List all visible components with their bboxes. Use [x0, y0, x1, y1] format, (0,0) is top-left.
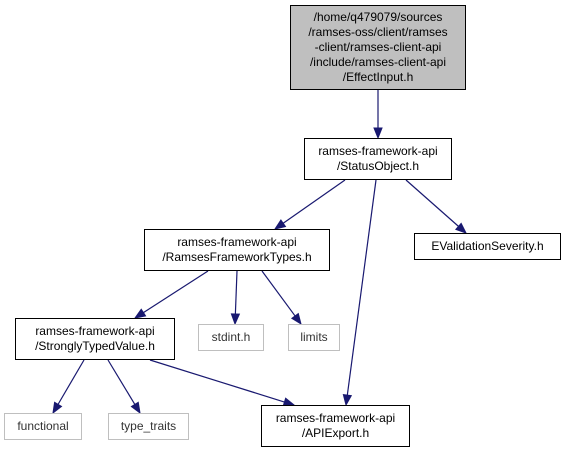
- node-stronglytyped-line-1: ramses-framework-api: [35, 324, 155, 338]
- edge-statusobject-to-evalidation: [405, 179, 468, 234]
- edge-effectinput-to-statusobject: [373, 90, 383, 140]
- edge-line: [149, 359, 285, 403]
- node-effectinput-line-1: /home/q479079/sources: [313, 10, 443, 24]
- node-stronglytyped[interactable]: ramses-framework-api /StronglyTypedValue…: [15, 318, 175, 360]
- node-statusobject[interactable]: ramses-framework-api /StatusObject.h: [304, 138, 452, 180]
- edge-frameworktypes-to-stronglytyped: [133, 270, 209, 319]
- node-effectinput-line-3: -client/ramses-client-api: [314, 40, 442, 54]
- node-frameworktypes-line-2: /RamsesFrameworkTypes.h: [162, 250, 312, 264]
- edge-arrowhead: [454, 222, 468, 234]
- node-apiexport-line-2: /APIExport.h: [301, 426, 370, 440]
- edge-frameworktypes-to-limits: [261, 270, 302, 326]
- edge-arrowhead: [52, 401, 63, 415]
- node-limits[interactable]: limits: [288, 324, 340, 351]
- node-effectinput-line-5: /EffectInput.h: [342, 70, 414, 84]
- node-apiexport[interactable]: ramses-framework-api /APIExport.h: [261, 405, 410, 447]
- edge-line: [143, 270, 209, 314]
- edge-line: [234, 270, 238, 315]
- edge-line: [346, 179, 377, 396]
- edge-statusobject-to-frameworktypes: [273, 179, 346, 230]
- node-stdint[interactable]: stdint.h: [198, 324, 264, 351]
- node-effectinput-line-2: /ramses-oss/client/ramses: [308, 25, 448, 39]
- edge-line: [107, 359, 136, 405]
- node-stronglytyped-line-2: /StronglyTypedValue.h: [35, 339, 155, 353]
- edge-arrowhead: [133, 308, 147, 319]
- edge-line: [57, 359, 85, 405]
- edge-arrowhead: [290, 312, 302, 326]
- node-effectinput-line-4: /include/ramses-client-api: [309, 55, 447, 69]
- edge-arrowhead: [230, 313, 241, 326]
- edge-stronglytyped-to-apiexport: [149, 359, 296, 407]
- edge-arrowhead: [130, 401, 141, 415]
- node-evalidation[interactable]: EValidationSeverity.h: [414, 233, 561, 260]
- node-apiexport-line-1: ramses-framework-api: [275, 411, 396, 425]
- node-functional[interactable]: functional: [4, 413, 82, 440]
- node-statusobject-line-2: /StatusObject.h: [336, 159, 420, 173]
- node-frameworktypes-line-1: ramses-framework-api: [177, 235, 297, 249]
- edge-line: [261, 270, 296, 317]
- node-evalidation-line-1: EValidationSeverity.h: [431, 239, 544, 253]
- node-stdint-line-1: stdint.h: [211, 330, 251, 344]
- edge-line: [282, 179, 346, 224]
- node-statusobject-line-1: ramses-framework-api: [318, 144, 438, 158]
- edge-stronglytyped-to-typetraits: [107, 359, 141, 415]
- edge-line: [405, 179, 459, 227]
- node-effectinput[interactable]: /home/q479079/sources /ramses-oss/client…: [290, 5, 466, 90]
- edge-arrowhead: [342, 393, 353, 407]
- node-limits-line-1: limits: [300, 330, 328, 344]
- node-frameworktypes[interactable]: ramses-framework-api /RamsesFrameworkTyp…: [144, 229, 330, 271]
- edge-frameworktypes-to-stdint: [230, 270, 241, 326]
- edge-statusobject-to-apiexport: [342, 179, 377, 407]
- node-typetraits[interactable]: type_traits: [108, 413, 189, 440]
- edge-stronglytyped-to-functional: [52, 359, 85, 415]
- edge-arrowhead: [273, 219, 287, 230]
- node-typetraits-line-1: type_traits: [120, 419, 177, 433]
- edge-arrowhead: [373, 127, 383, 140]
- node-functional-line-1: functional: [17, 419, 69, 433]
